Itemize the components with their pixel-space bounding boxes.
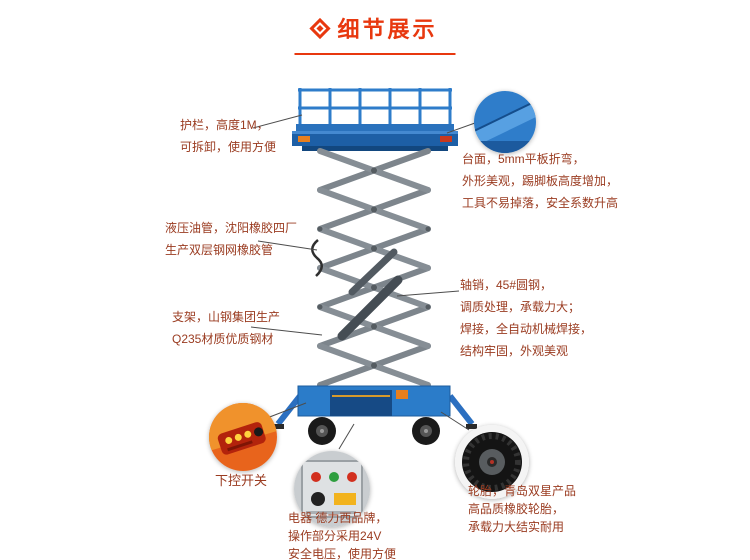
callout-axle-pin: 轴销，45#圆钢， 调质处理，承载力大； 焊接，全自动机械焊接， 结构牢固，外观… [460, 274, 592, 362]
connector-remote [266, 402, 307, 419]
scissor-lift-illustration [273, 88, 477, 445]
guardrail [296, 88, 454, 131]
callout-text-line: Q235材质优质钢材 [172, 332, 274, 346]
callout-text-line: 安全电压，使用方便 [288, 547, 397, 560]
page-title: 细节展示 [337, 17, 438, 42]
callout-guardrail: 护栏，高度1M， 可拆卸，使用方便 [180, 114, 276, 158]
callout-text-line: 护栏，高度1M， [180, 118, 269, 132]
callout-text-line: 生产双层钢网橡胶管 [165, 243, 274, 257]
diamond-icon [309, 17, 331, 39]
hydraulic-cylinder [337, 275, 403, 341]
platform-edge-image [474, 91, 536, 153]
remote-control-photo [209, 403, 277, 471]
callout-support-frame: 支架，山钢集团生产 Q235材质优质钢材 [172, 306, 280, 350]
callout-text-line: 外形美观，踢脚板高度增加， [462, 174, 619, 188]
callout-text-line: 可拆卸，使用方便 [180, 140, 277, 154]
outrigger-legs [273, 394, 477, 429]
remote-control-image [209, 403, 277, 471]
callout-remote-switch: 下控开关 [215, 470, 267, 492]
callout-text-line: 承载力大结实耐用 [468, 520, 565, 534]
connector-pin [396, 290, 460, 297]
callout-text-line: 工具不易掉落，安全系数升高 [462, 196, 619, 210]
callout-tire: 轮胎，青岛双星产品 高品质橡胶轮胎， 承载力大结实耐用 [468, 482, 576, 536]
callout-text-line: 下控开关 [215, 473, 268, 488]
callout-text-line: 液压油管，沈阳橡胶四厂 [165, 221, 298, 235]
electric-control-panel-photo [294, 451, 370, 527]
platform-deck [292, 131, 458, 151]
callout-text-line: 台面，5mm平板折弯， [462, 152, 585, 166]
connector-platform [446, 122, 476, 134]
callout-electric: 电器 德力西品牌， 操作部分采用24V 安全电压，使用方便 [288, 509, 396, 560]
callout-text-line: 焊接，全自动机械焊接， [460, 322, 593, 336]
callout-text-line: 操作部分采用24V [288, 529, 382, 543]
callout-text-line: 高品质橡胶轮胎， [468, 502, 565, 516]
wheels [308, 417, 440, 445]
control-panel-image [294, 451, 370, 527]
callout-text-line: 轮胎，青岛双星产品 [468, 484, 577, 498]
connector-electric [338, 423, 355, 450]
hydraulic-cylinder-upper [348, 248, 398, 296]
callout-text-line: 支架，山钢集团生产 [172, 310, 281, 324]
platform-detail-photo [474, 91, 536, 153]
page-header: 细节展示 [294, 10, 456, 55]
chassis-base [297, 385, 451, 417]
pivot-pins [317, 167, 431, 369]
callout-text-line: 轴销，45#圆钢， [460, 278, 553, 292]
scissor-mechanism [317, 148, 431, 388]
callout-text-line: 结构牢固，外观美观 [460, 344, 569, 358]
callout-text-line: 电器 德力西品牌， [288, 511, 388, 525]
callout-hydraulic-hose: 液压油管，沈阳橡胶四厂 生产双层钢网橡胶管 [165, 217, 297, 261]
tire-photo [455, 425, 529, 499]
hydraulic-hose [311, 239, 323, 277]
tire-image [455, 425, 529, 499]
callout-platform: 台面，5mm平板折弯， 外形美观，踢脚板高度增加， 工具不易掉落，安全系数升高 [462, 148, 618, 214]
connector-tire [440, 411, 470, 431]
callout-text-line: 调质处理，承载力大； [460, 300, 581, 314]
diamond-icon-inner [316, 24, 324, 32]
